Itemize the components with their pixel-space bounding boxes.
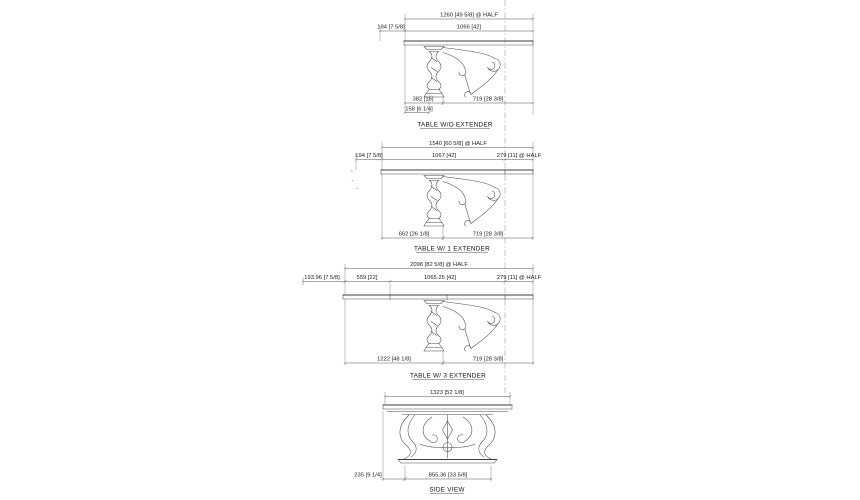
dim-top-width-1: 1066 [42]	[457, 25, 482, 31]
table-drawing-2	[380, 169, 534, 227]
dim-overall-half-2: 1540 [60 5/8] @ HALF	[429, 141, 487, 147]
dim-base-right-3: 719 [28 3/8]	[473, 357, 504, 363]
dim-overall-half-1: 1260 [49 5/8] @ HALF	[440, 13, 498, 19]
view-title-4: SIDE VIEW	[429, 487, 465, 494]
pedestal-and-scroll-1	[423, 46, 501, 98]
dim-extender-half-3: 279 [11] @ HALF	[497, 275, 542, 281]
dim-overhang-2: 194 [7 5/8]	[355, 153, 383, 159]
pedestal-and-scroll-3	[423, 300, 501, 352]
scan-noise	[301, 169, 359, 286]
dim-top-width-3: 1065.25 [42]	[424, 275, 457, 281]
dim-foot-4: 235 [9 1/4]	[354, 473, 382, 479]
table-drawing-1	[403, 40, 534, 98]
dim-top-width-2: 1067 [42]	[432, 153, 457, 159]
dim-overhang-3: 193.96 [7 5/8]	[304, 275, 340, 281]
dimension-lines-1	[378, 17, 535, 114]
view-table-wo-extender: 1260 [49 5/8] @ HALF 194 [7 5/8] 1066 [4…	[377, 13, 535, 129]
dim-extender-half-2: 279 [11] @ HALF	[497, 153, 542, 159]
view-title-1: TABLE W/O EXTENDER	[417, 122, 493, 129]
dim-overall-half-3: 2098 [82 5/8] @ HALF	[410, 262, 468, 268]
dim-top-width-4: 1323 [52 1/8]	[430, 390, 464, 396]
dimension-lines-2	[354, 146, 535, 240]
dim-leaf-3: 559 [22]	[357, 275, 378, 281]
view-title-2: TABLE W/ 1 EXTENDER	[414, 246, 490, 253]
dim-base-left-2: 662 [26 1/8]	[399, 232, 430, 238]
view-table-3-extender: 2098 [82 5/8] @ HALF 193.96 [7 5/8] 559 …	[301, 262, 542, 380]
dim-base-left-3: 1222 [48 1/8]	[377, 357, 411, 363]
dimension-lines-4	[381, 395, 512, 481]
dim-foot-1: 158 [6 1/4]	[405, 106, 433, 112]
dim-overhang-1: 194 [7 5/8]	[377, 25, 405, 31]
dim-base-width-4: 855.36 [33 5/8]	[429, 473, 468, 479]
dim-base-left-1: 382 [15]	[413, 97, 434, 103]
pedestal-and-scroll-2	[423, 175, 501, 227]
table-drawing-3	[342, 294, 534, 352]
dim-base-right-1: 719 [28 3/8]	[473, 97, 504, 103]
view-side: 1323 [52 1/8] 235 [9 1/4] 855.36 [33 5/8…	[354, 390, 513, 494]
dim-base-right-2: 719 [28 3/8]	[473, 232, 504, 238]
side-view-drawing	[382, 404, 513, 464]
view-table-1-extender: 1540 [60 5/8] @ HALF 194 [7 5/8] 1067 [4…	[354, 141, 542, 253]
view-title-3: TABLE W/ 3 EXTENDER	[410, 373, 486, 380]
dimension-lines-3	[301, 267, 535, 365]
